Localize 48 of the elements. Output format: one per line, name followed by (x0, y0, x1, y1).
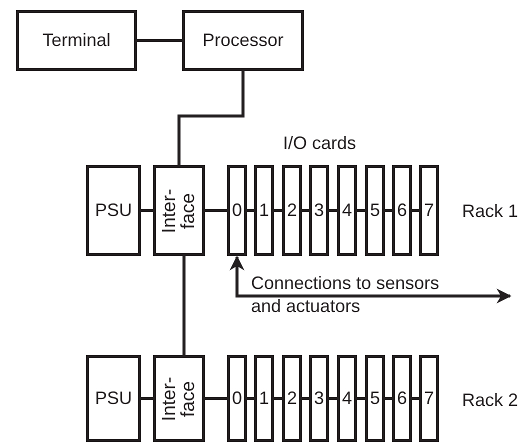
connector-line (137, 39, 182, 42)
card-slot: 0 (227, 165, 247, 256)
card-slot: 2 (282, 165, 302, 256)
connector-line (247, 397, 254, 400)
card-slot: 5 (365, 355, 385, 442)
connector-line (385, 397, 392, 400)
card-slot: 0 (227, 355, 247, 442)
card-slot: 7 (419, 165, 439, 256)
connector-line (205, 397, 227, 400)
connector-line (274, 397, 282, 400)
card-slot: 3 (309, 355, 329, 442)
card-slot: 5 (365, 165, 385, 256)
connector-line (412, 397, 419, 400)
terminal-box: Terminal (16, 10, 137, 71)
connector-line (274, 209, 282, 212)
power-supply-box: PSU (86, 165, 141, 256)
card-slot: 6 (392, 355, 412, 442)
card-slot: 4 (337, 165, 357, 256)
connector-line (357, 397, 365, 400)
connector-line (302, 209, 309, 212)
connector-line (412, 209, 419, 212)
card-slot: 2 (282, 355, 302, 442)
connector-line (182, 256, 186, 355)
card-slot: 6 (392, 165, 412, 256)
arrow (230, 256, 512, 304)
card-slot: 1 (254, 355, 274, 442)
group-label: I/O cards (283, 133, 356, 154)
processor-box: Processor (182, 10, 304, 71)
connector-line (302, 397, 309, 400)
power-supply-box: PSU (86, 355, 141, 442)
interface-box: Inter- face (153, 165, 205, 256)
rack-label: Rack 2 (462, 390, 518, 411)
edge-label: Connections to sensors and actuators (251, 272, 440, 318)
connector-line (178, 71, 244, 165)
connector-line (329, 397, 337, 400)
card-slot: 7 (419, 355, 439, 442)
connector-line (247, 209, 254, 212)
connector-line (385, 209, 392, 212)
connector-line (357, 209, 365, 212)
card-slot: 3 (309, 165, 329, 256)
interface-box: Inter- face (153, 355, 205, 442)
connector-line (141, 209, 153, 212)
card-slot: 1 (254, 165, 274, 256)
connector-line (329, 209, 337, 212)
connector-line (205, 209, 227, 212)
rack-label: Rack 1 (462, 201, 518, 222)
connector-line (141, 397, 153, 400)
card-slot: 4 (337, 355, 357, 442)
